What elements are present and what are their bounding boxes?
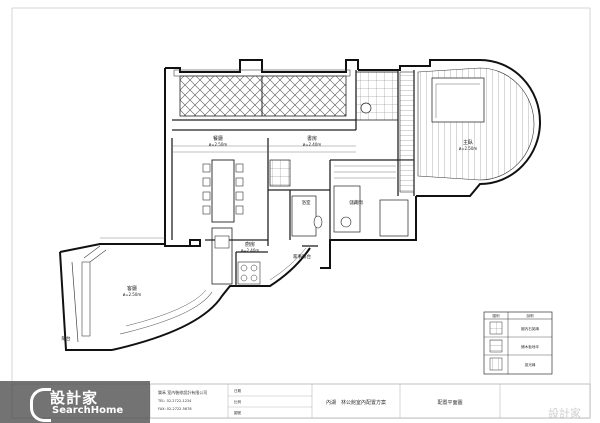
living-window-diag: [83, 245, 107, 263]
toilet2-symbol: [313, 215, 323, 229]
room-labels: 客廳 ø=2.50m 餐廳 ø=2.50m 書房 ø=2.40m 主臥 ø=2.…: [62, 135, 478, 342]
brand-name-cn: 設計家: [50, 389, 99, 407]
dining-table: [211, 159, 235, 223]
room-label-bath: 浴室: [302, 199, 311, 206]
room-sub-living: ø=2.50m: [123, 292, 142, 297]
storage-block: [291, 195, 317, 237]
balcony-hatch-right: [261, 75, 347, 117]
legend-row-2-label: 鋪木板地坪: [521, 344, 539, 349]
bath-tile-grid: [355, 71, 399, 121]
tb-sheet-no-label: 圖號: [234, 410, 241, 415]
brand-logo-icon: [30, 388, 51, 422]
kitchen-counter: [211, 227, 233, 285]
brand-name-en: SearchHome: [52, 405, 124, 416]
master-bed-sheet: [435, 83, 480, 118]
corner-watermark: 設計家: [548, 407, 581, 420]
watermark-band: [0, 381, 150, 423]
tb-date-label: 日期: [234, 388, 241, 393]
toilet-symbol: [360, 102, 372, 114]
dining-chairs: [202, 163, 244, 215]
corridor-lines: [334, 165, 396, 179]
dimension-lines: [100, 145, 356, 239]
exterior-walls: [59, 59, 542, 351]
tb-company-line3: FAX: 02-2722-5678: [158, 407, 192, 411]
legend-header-right: 說明: [527, 313, 535, 318]
corridor-tile-grid: [399, 71, 415, 193]
balcony-rail: [173, 69, 351, 77]
room-label-study: 書房: [307, 135, 317, 142]
room-label-living: 客廳: [127, 285, 137, 292]
legend-header-left: 圖例: [493, 313, 501, 318]
room-sub-master: ø=2.50m: [459, 146, 478, 151]
balcony-hatch-left: [179, 75, 263, 117]
tv-cabinet: [81, 261, 91, 337]
room-label-storage: 儲藏間: [349, 199, 363, 206]
tb-project: 內湖 林公館室內配置方案: [326, 399, 386, 406]
burner-2: [250, 264, 258, 272]
room-label-dining: 餐廳: [213, 135, 223, 142]
tb-company-line2: TEL: 02-2722-1234: [157, 399, 192, 403]
living-arc-inner: [119, 291, 213, 335]
wardrobe-block: [269, 159, 291, 187]
burner-3: [240, 274, 248, 282]
legend-swatch-wood: [489, 339, 503, 353]
tb-company-line1: 樂禾 室內裝修設計有限公司: [158, 389, 207, 395]
legend-row-3-label: 拋光磚: [525, 362, 536, 367]
master-bed: [431, 77, 485, 123]
bath2-block: [333, 185, 361, 233]
basin-symbol: [340, 216, 352, 228]
tb-scale-label: 比例: [234, 399, 241, 404]
kitchen-sink: [214, 235, 230, 249]
kitchen-arc: [269, 247, 307, 281]
living-sofa-wall: [71, 261, 79, 343]
burner-4: [250, 274, 258, 282]
room-sub-study: ø=2.40m: [303, 142, 322, 147]
wardrobe-right: [379, 199, 409, 237]
room-sub-dining: ø=2.50m: [209, 142, 228, 147]
burner-1: [240, 264, 248, 272]
interior-walls: [171, 70, 415, 286]
stove: [237, 261, 261, 285]
room-label-master: 主臥: [463, 139, 473, 146]
legend-swatch-tile: [489, 357, 503, 371]
legend-swatch-stone: [489, 321, 503, 335]
room-label-kitchen: 廚房: [245, 241, 255, 248]
room-label-balcony: 陽台: [62, 335, 71, 342]
room-sub-kitchen: ø=2.40m: [241, 248, 260, 253]
legend-row-1-label: 國內石英磚: [521, 326, 539, 331]
tb-sheet-title: 配置平面圖: [437, 400, 462, 406]
room-label-laundry: 家事陽台: [293, 253, 311, 260]
living-arc-inner2: [125, 289, 207, 327]
legend-box: 圖例 說明 國內石英磚 鋪木板地坪 拋光磚: [483, 311, 553, 375]
